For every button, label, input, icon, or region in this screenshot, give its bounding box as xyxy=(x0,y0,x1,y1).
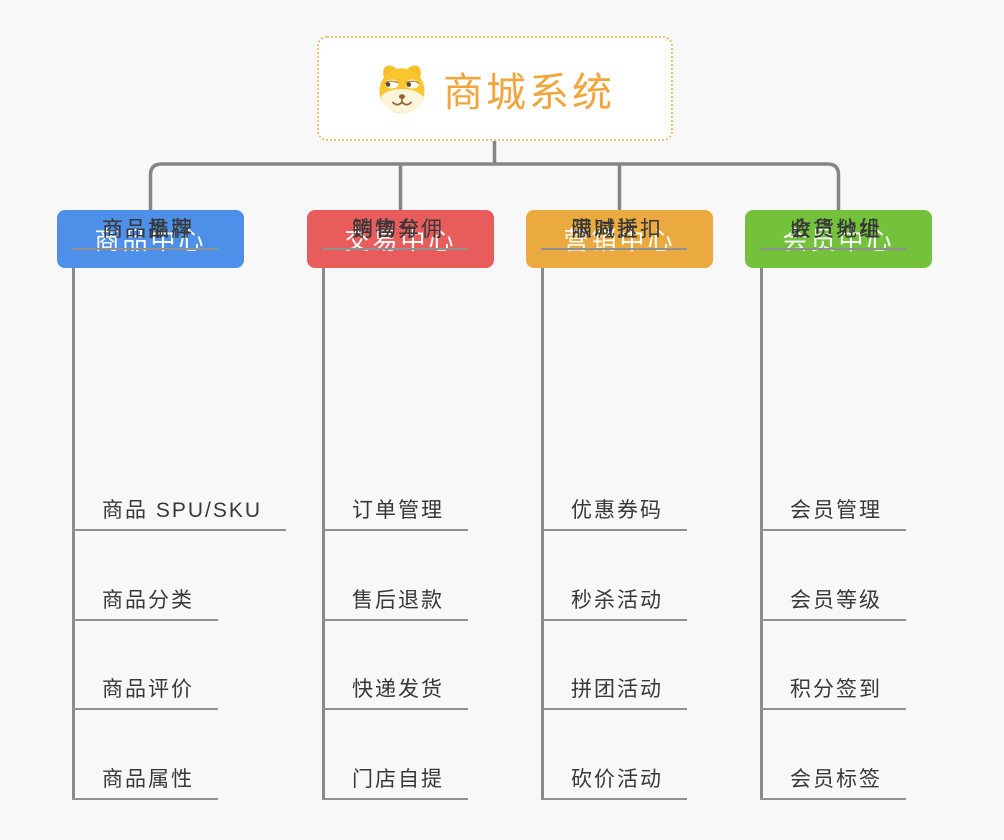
leaf-node[interactable]: 商品品牌 xyxy=(72,210,218,250)
leaf-node[interactable]: 满减送 xyxy=(541,210,664,250)
branch-node-product-center[interactable]: 商品中心 xyxy=(57,210,244,268)
leaf-node[interactable]: 商品 SPU/SKU xyxy=(72,491,287,531)
branch-marketing-center: 营销中心 优惠券码 秒杀活动 拼团活动 砍价活动 限时折扣 满减送 xyxy=(526,210,713,810)
leaf-node[interactable]: 商品评价 xyxy=(72,670,218,710)
root-title: 商城系统 xyxy=(443,70,615,115)
leaf-node[interactable]: 订单管理 xyxy=(322,491,468,531)
leaf-node[interactable]: 销售分佣 xyxy=(322,210,468,250)
leaf-node[interactable]: 优惠券码 xyxy=(541,491,687,531)
branch-node-member-center[interactable]: 会员中心 xyxy=(745,210,932,268)
leaf-node[interactable]: 会员管理 xyxy=(760,491,906,531)
branch-member-center: 会员中心 会员管理 会员等级 积分签到 会员标签 会员分组 收货地址 xyxy=(745,210,932,810)
branch-label: 交易中心 xyxy=(344,227,457,255)
leaf-node[interactable]: 会员标签 xyxy=(760,760,906,800)
branch-spine xyxy=(541,268,544,800)
branch-trade-center: 交易中心 订单管理 售后退款 快递发货 门店自提 购物车 销售分佣 xyxy=(307,210,494,810)
leaf-node[interactable]: 积分签到 xyxy=(760,670,906,710)
branch-spine xyxy=(760,268,763,800)
leaf-node[interactable]: 商品属性 xyxy=(72,760,218,800)
branch-bus-line xyxy=(148,162,841,210)
shiba-dog-icon xyxy=(379,64,425,113)
branch-node-marketing-center[interactable]: 营销中心 xyxy=(526,210,713,268)
leaf-node[interactable]: 快递发货 xyxy=(322,670,468,710)
leaf-node[interactable]: 砍价活动 xyxy=(541,760,687,800)
branch-node-trade-center[interactable]: 交易中心 xyxy=(307,210,494,268)
leaf-node[interactable]: 会员等级 xyxy=(760,581,906,621)
leaf-node[interactable]: 收货地址 xyxy=(760,210,906,250)
branch-label: 商品中心 xyxy=(94,227,207,255)
leaf-node[interactable]: 门店自提 xyxy=(322,760,468,800)
branch-spine xyxy=(322,268,325,800)
branch-label: 营销中心 xyxy=(563,227,676,255)
branch-spine xyxy=(72,268,75,800)
leaf-node[interactable]: 拼团活动 xyxy=(541,670,687,710)
branch-product-center: 商品中心 商品 SPU/SKU 商品分类 商品评价 商品属性 商品推荐 商品品牌 xyxy=(57,210,287,810)
branch-label: 会员中心 xyxy=(782,227,895,255)
leaf-node[interactable]: 商品分类 xyxy=(72,581,218,621)
leaf-node[interactable]: 秒杀活动 xyxy=(541,581,687,621)
leaf-node[interactable]: 售后退款 xyxy=(322,581,468,621)
root-node[interactable]: 商城系统 xyxy=(317,36,673,141)
